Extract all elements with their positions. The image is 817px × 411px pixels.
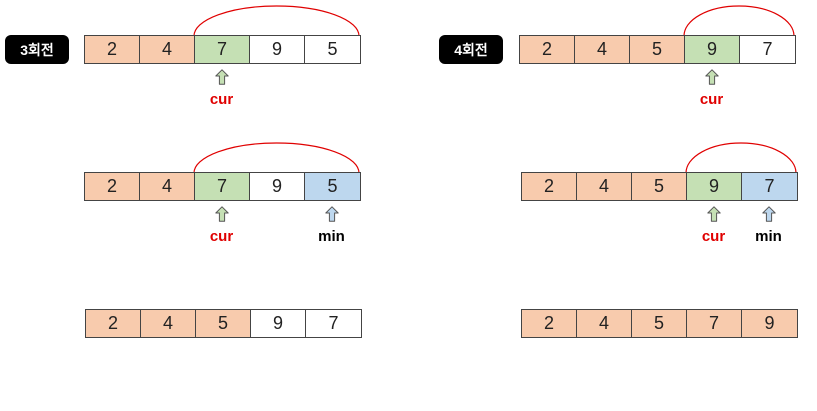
- round-badge: 3회전: [5, 35, 69, 64]
- array-cell: 9: [685, 36, 740, 63]
- array-cell: 2: [86, 310, 141, 337]
- array-cell: 2: [85, 173, 140, 200]
- array-cell: 5: [196, 310, 251, 337]
- array-cell: 7: [740, 36, 795, 63]
- min-pointer: min: [312, 206, 352, 245]
- array-cell: 5: [632, 173, 687, 200]
- swap-arc: [193, 142, 360, 174]
- array-cell: 4: [575, 36, 630, 63]
- min-pointer: min: [749, 206, 789, 245]
- swap-arc: [193, 5, 360, 37]
- cur-label: cur: [209, 228, 234, 245]
- array-cell: 7: [742, 173, 797, 200]
- up-arrow-icon: [214, 69, 229, 85]
- up-arrow-icon: [761, 206, 776, 222]
- up-arrow-icon: [704, 69, 719, 85]
- array-cell: 9: [250, 173, 305, 200]
- up-arrow-icon: [324, 206, 339, 222]
- array-cell: 7: [195, 36, 250, 63]
- array-cell: 5: [632, 310, 687, 337]
- min-label: min: [318, 228, 345, 245]
- swap-arc: [685, 142, 797, 174]
- array-cell: 2: [85, 36, 140, 63]
- array-cell: 4: [140, 36, 195, 63]
- array-cell: 5: [305, 173, 360, 200]
- array-cell: 9: [687, 173, 742, 200]
- array-cell: 5: [305, 36, 360, 63]
- array-cell: 9: [250, 36, 305, 63]
- cur-pointer: cur: [692, 69, 732, 108]
- array-cell: 2: [520, 36, 575, 63]
- array-cell: 7: [306, 310, 361, 337]
- array-cell: 4: [577, 173, 632, 200]
- array-cell: 2: [522, 173, 577, 200]
- cur-pointer: cur: [202, 69, 242, 108]
- cur-label: cur: [209, 91, 234, 108]
- array-cell: 4: [141, 310, 196, 337]
- min-label: min: [755, 228, 782, 245]
- array-cell: 4: [140, 173, 195, 200]
- array-cell: 4: [577, 310, 632, 337]
- swap-arc: [683, 5, 795, 37]
- cur-pointer: cur: [202, 206, 242, 245]
- cur-label: cur: [699, 91, 724, 108]
- array-cell: 7: [195, 173, 250, 200]
- cur-label: cur: [701, 228, 726, 245]
- array-cell: 9: [742, 310, 797, 337]
- up-arrow-icon: [706, 206, 721, 222]
- array-cell: 7: [687, 310, 742, 337]
- array-cell: 2: [522, 310, 577, 337]
- cur-pointer: cur: [694, 206, 734, 245]
- up-arrow-icon: [214, 206, 229, 222]
- array-cell: 5: [630, 36, 685, 63]
- array-cell: 9: [251, 310, 306, 337]
- round-badge: 4회전: [439, 35, 503, 64]
